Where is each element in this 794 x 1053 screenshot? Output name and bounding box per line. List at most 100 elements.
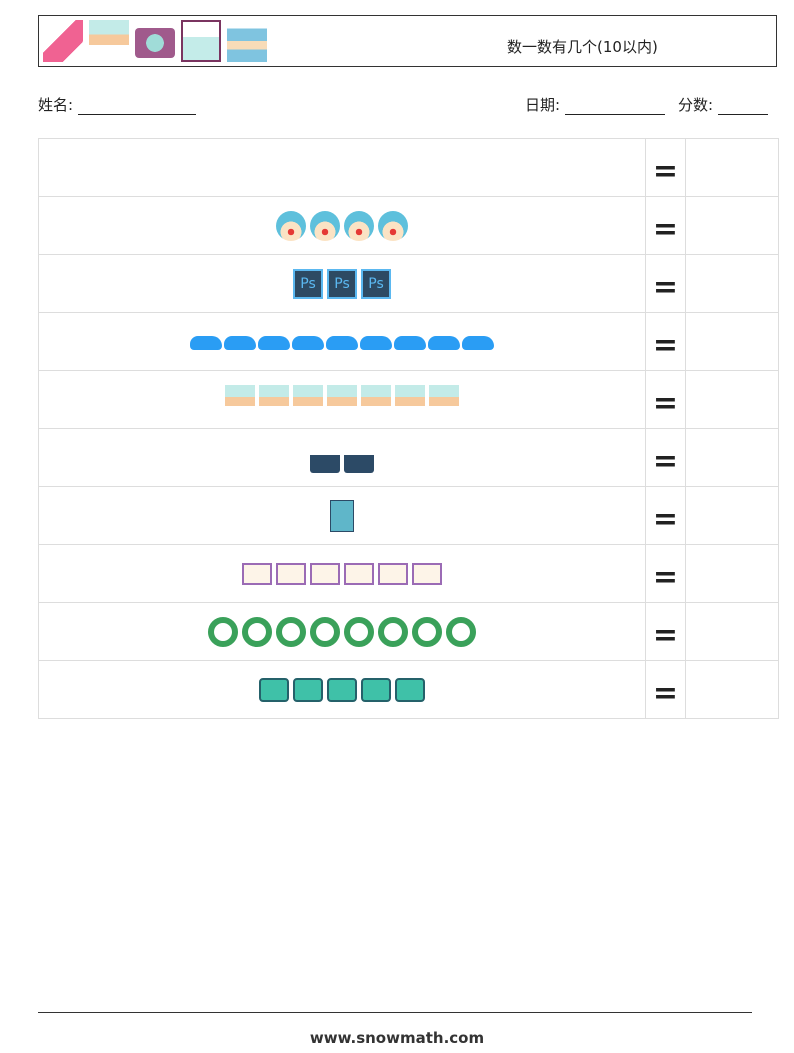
calculator-icon (276, 153, 306, 183)
name-field[interactable]: 姓名: (38, 94, 196, 115)
case-icon (327, 677, 357, 702)
ps-icon: Ps (361, 268, 391, 299)
case-icon (293, 677, 323, 702)
wedding-cake-icon (227, 20, 267, 62)
icon-cell (38, 312, 646, 371)
car-icon (394, 335, 426, 350)
date-label: 日期: (525, 96, 561, 114)
icon-cell (38, 370, 646, 429)
calculator-icon (378, 153, 408, 183)
icon-cell (38, 486, 646, 545)
abacus-icon (344, 562, 374, 585)
answer-cell[interactable] (685, 544, 779, 603)
book-icon (330, 499, 354, 532)
name-label: 姓名: (38, 96, 74, 114)
clown-icon (310, 210, 340, 241)
clown-icon (276, 210, 306, 241)
date-field[interactable]: 日期: (525, 94, 665, 115)
car-icon (360, 335, 392, 350)
camera-icon (135, 28, 175, 58)
table-row: = (38, 312, 779, 371)
icon-cell (38, 138, 646, 197)
car-icon (224, 335, 256, 350)
worksheet-title: 数一数有几个(10以内) (507, 38, 658, 56)
case-icon (259, 677, 289, 702)
glass-icon (395, 384, 425, 415)
score-field[interactable]: 分数: (678, 94, 768, 115)
equals-sign: = (645, 312, 686, 371)
abacus-icon (378, 562, 408, 585)
table-row: = (38, 138, 779, 197)
wreath-icon (344, 616, 374, 647)
car-icon (258, 335, 290, 350)
calculator-icon (412, 153, 442, 183)
icon-cell (38, 196, 646, 255)
answer-cell[interactable] (685, 370, 779, 429)
equals-sign: = (645, 428, 686, 487)
champagne-glasses-icon (89, 20, 129, 62)
glass-icon (361, 384, 391, 415)
answer-cell[interactable] (685, 602, 779, 661)
worksheet-header: 数一数有几个(10以内) (38, 15, 777, 67)
glass-icon (259, 384, 289, 415)
car-icon (190, 335, 222, 350)
table-row: = (38, 486, 779, 545)
answer-cell[interactable] (685, 312, 779, 371)
header-icons (43, 20, 267, 62)
glass-icon (327, 384, 357, 415)
video-camera-icon (181, 20, 221, 62)
car-icon (292, 335, 324, 350)
wreath-icon (242, 616, 272, 647)
abacus-icon (310, 562, 340, 585)
abacus-icon (412, 562, 442, 585)
table-row: = (38, 196, 779, 255)
robot-icon (310, 442, 340, 473)
equals-sign: = (645, 138, 686, 197)
calculator-icon (208, 153, 238, 183)
calculator-icon (242, 153, 272, 183)
abacus-icon (276, 562, 306, 585)
wreath-icon (310, 616, 340, 647)
table-row: = (38, 370, 779, 429)
equals-sign: = (645, 254, 686, 313)
icon-cell (38, 428, 646, 487)
champagne-bottle-icon (43, 20, 83, 62)
answer-cell[interactable] (685, 138, 779, 197)
calculator-icon (480, 153, 510, 183)
ps-icon: Ps (293, 268, 323, 299)
equals-sign: = (645, 370, 686, 429)
wreath-icon (208, 616, 238, 647)
car-icon (326, 335, 358, 350)
glass-icon (293, 384, 323, 415)
car-icon (462, 335, 494, 350)
car-icon (428, 335, 460, 350)
table-row: = (38, 544, 779, 603)
case-icon (361, 677, 391, 702)
wreath-icon (446, 616, 476, 647)
icon-cell (38, 544, 646, 603)
wreath-icon (276, 616, 306, 647)
glass-icon (225, 384, 255, 415)
icon-cell (38, 660, 646, 719)
wreath-icon (378, 616, 408, 647)
calculator-icon (344, 153, 374, 183)
score-label: 分数: (678, 96, 714, 114)
equals-sign: = (645, 544, 686, 603)
calculator-icon (174, 153, 204, 183)
table-row: = (38, 602, 779, 661)
equals-sign: = (645, 602, 686, 661)
answer-cell[interactable] (685, 196, 779, 255)
table-row: = (38, 660, 779, 719)
answer-cell[interactable] (685, 428, 779, 487)
footer-url: www.snowmath.com (309, 1029, 485, 1047)
answer-cell[interactable] (685, 660, 779, 719)
clown-icon (344, 210, 374, 241)
ps-icon: Ps (327, 268, 357, 299)
answer-cell[interactable] (685, 486, 779, 545)
clown-icon (378, 210, 408, 241)
answer-cell[interactable] (685, 254, 779, 313)
case-icon (395, 677, 425, 702)
